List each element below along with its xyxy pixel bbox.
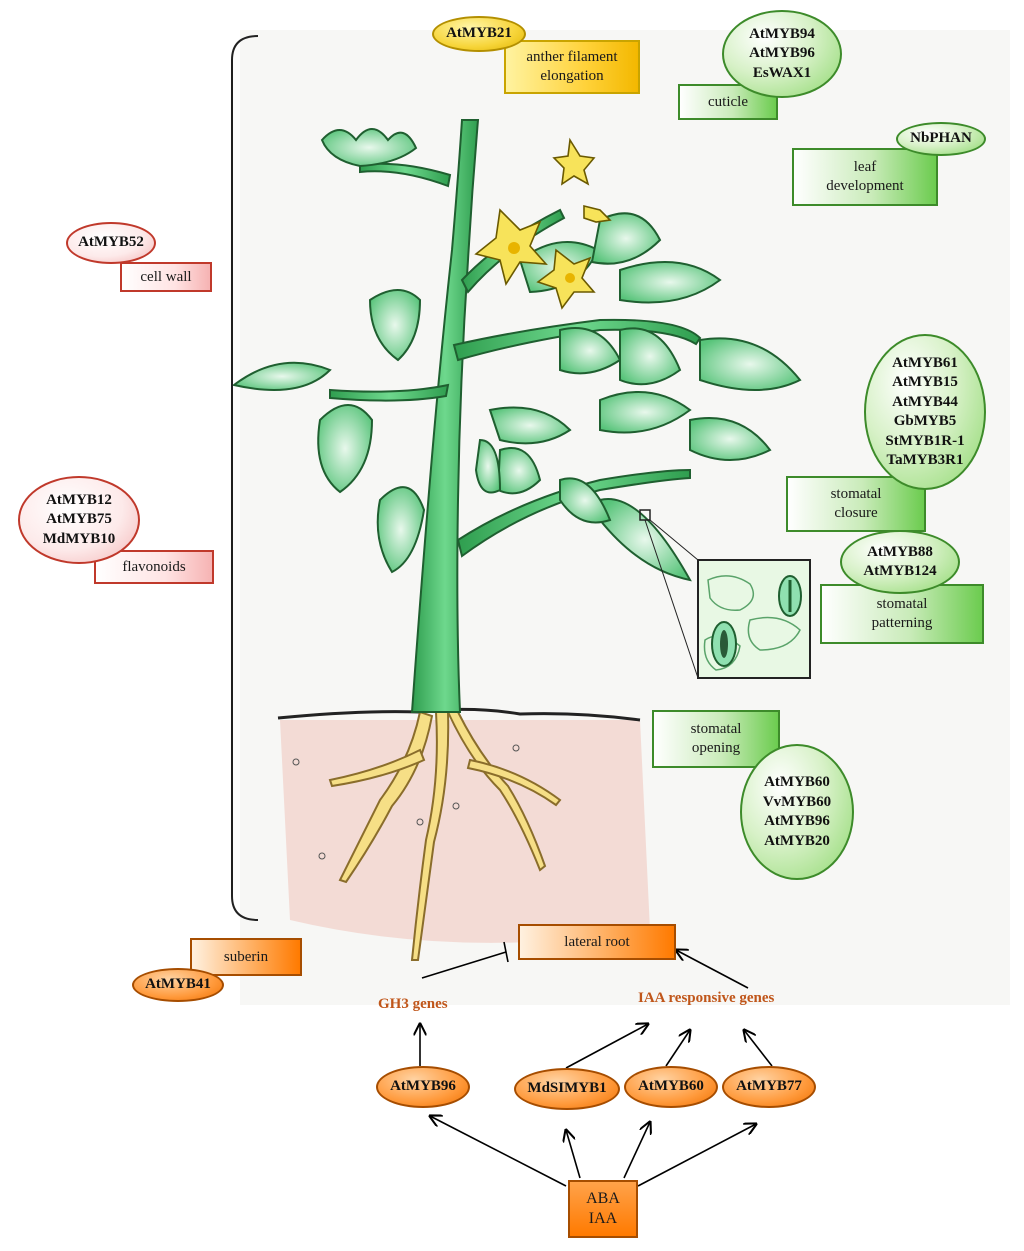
gh3-genes-label: GH3 genes xyxy=(378,996,448,1012)
lateral-root-box: lateral root xyxy=(518,924,676,960)
stomatal-opening-box: stomatal opening xyxy=(652,710,780,768)
atmyb21-ellipse: AtMYB21 xyxy=(432,16,526,52)
soil xyxy=(280,720,650,943)
closure-genes-ellipse: AtMYB61 AtMYB15 AtMYB44 GbMYB5 StMYB1R-1… xyxy=(864,334,986,490)
pebble xyxy=(512,744,520,752)
patterning-genes-ellipse: AtMYB88 AtMYB124 xyxy=(840,530,960,594)
pebble xyxy=(318,852,326,860)
stomatal-patterning-box: stomatal patterning xyxy=(820,584,984,644)
opening-genes-ellipse: AtMYB60 VvMYB60 AtMYB96 AtMYB20 xyxy=(740,744,854,880)
anther-filament-box: anther filament elongation xyxy=(504,40,640,94)
iaa-responsive-genes-label: IAA responsive genes xyxy=(638,990,775,1006)
soil-surface xyxy=(277,707,641,722)
nbphan-ellipse: NbPHAN xyxy=(896,122,986,156)
pebble xyxy=(416,818,424,826)
flavonoid-genes-ellipse: AtMYB12 AtMYB75 MdMYB10 xyxy=(18,476,140,564)
plant-bracket xyxy=(231,35,259,921)
pebble xyxy=(452,802,460,810)
atmyb60-ellipse: AtMYB60 xyxy=(624,1066,718,1108)
cuticle-genes-ellipse: AtMYB94 AtMYB96 EsWAX1 xyxy=(722,10,842,98)
roots xyxy=(328,710,562,961)
suberin-box: suberin xyxy=(190,938,302,976)
leaves xyxy=(231,128,802,582)
flower-centers xyxy=(508,242,575,283)
main-stem xyxy=(410,119,480,713)
atmyb52-ellipse: AtMYB52 xyxy=(66,222,156,264)
leaf-development-box: leaf development xyxy=(792,148,938,206)
atmyb41-ellipse: AtMYB41 xyxy=(132,968,224,1002)
atmyb77-ellipse: AtMYB77 xyxy=(722,1066,816,1108)
atmyb96-ellipse: AtMYB96 xyxy=(376,1066,470,1108)
cuticle-box: cuticle xyxy=(678,84,778,120)
stomata-inset xyxy=(697,559,811,679)
cell-wall-box: cell wall xyxy=(120,262,212,292)
stomatal-closure-box: stomatal closure xyxy=(786,476,926,532)
mdsimyb1-ellipse: MdSIMYB1 xyxy=(514,1068,620,1110)
aba-iaa-box: ABA IAA xyxy=(568,1180,638,1238)
pebble xyxy=(292,758,300,766)
regulatory-arrows xyxy=(420,941,773,1187)
